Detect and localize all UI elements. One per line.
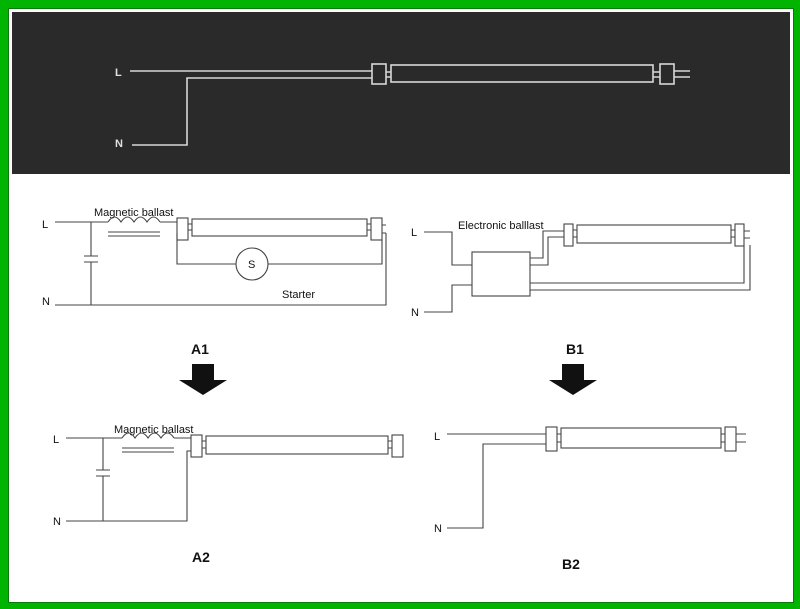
b1-label-n: N	[411, 307, 419, 319]
a1-tube-connector	[188, 223, 371, 231]
a1-tube-right-pins	[382, 224, 386, 234]
b2-tube	[560, 427, 722, 449]
b1-n-wire	[424, 284, 472, 313]
a1-diagram: L N Magnetic ballast S Starter	[42, 207, 387, 308]
b2-diagram: L N	[434, 426, 746, 535]
b1-tube	[576, 224, 732, 244]
top-diagram: L N	[115, 63, 690, 150]
b2-tube-connector	[557, 433, 725, 443]
top-label-n: N	[115, 138, 123, 150]
b1-l-wire	[424, 231, 472, 266]
a1-tube-left-cap	[176, 217, 189, 241]
a1-ballast-coil	[107, 216, 161, 224]
top-tube-left-cap	[371, 63, 387, 85]
a2-n-wire	[66, 450, 191, 522]
a2-label-n: N	[53, 516, 61, 528]
a1-tube	[191, 218, 368, 237]
a2-ballast-label: Magnetic ballast	[114, 424, 194, 436]
b1-tube-right-pins	[744, 230, 750, 239]
top-tube-connector	[386, 71, 660, 78]
b2-label-n: N	[434, 523, 442, 535]
a1-ballast-core	[108, 231, 160, 237]
a2-caption: A2	[192, 549, 210, 565]
a2-diagram: L N Magnetic ballast	[53, 424, 404, 528]
a1-ballast-label: Magnetic ballast	[94, 207, 174, 219]
a1-capacitor	[84, 222, 98, 305]
top-label-l: L	[115, 67, 122, 79]
a2-capacitor	[96, 438, 110, 521]
b1-label-l: L	[411, 227, 417, 239]
b1-down-arrow	[549, 364, 597, 395]
a2-tube-right-cap	[391, 434, 404, 458]
a2-ballast-core	[122, 447, 174, 453]
a2-label-l: L	[53, 434, 59, 446]
a2-tube-left-cap	[190, 434, 203, 458]
a1-starter-symbol	[235, 247, 269, 281]
top-tube-right-cap	[659, 63, 675, 85]
b1-ballast-label: Electronic balllast	[458, 220, 544, 232]
b2-label-l: L	[434, 431, 440, 443]
a1-down-arrow	[179, 364, 227, 395]
a2-tube-connector	[202, 440, 392, 449]
b2-tube-left-cap	[545, 426, 558, 452]
top-tube	[390, 64, 654, 83]
a1-tube-right-cap	[370, 217, 383, 241]
b1-tube-right-cap	[734, 223, 745, 247]
b1-ballast-out-wires	[530, 230, 751, 291]
b1-tube-connector	[573, 229, 735, 238]
dark-panel-diagram	[12, 12, 790, 174]
a1-starter-label: Starter	[282, 289, 315, 301]
b2-caption: B2	[562, 556, 580, 572]
b2-tube-right-cap	[724, 426, 737, 452]
a1-label-n: N	[42, 296, 50, 308]
a1-caption: A1	[191, 341, 209, 357]
a1-starter-wire	[176, 233, 383, 265]
a2-tube	[205, 435, 389, 455]
a1-n-wire	[55, 233, 387, 306]
top-n-wire	[132, 77, 372, 146]
b1-diagram: L N Electronic balllast	[411, 220, 751, 319]
b1-tube-left-cap	[563, 223, 574, 247]
b2-tube-right-pins	[736, 433, 746, 443]
a2-ballast-coil	[121, 432, 175, 440]
top-tube-pins	[674, 70, 690, 78]
a1-starter-s: S	[248, 259, 255, 271]
b1-caption: B1	[566, 341, 584, 357]
b1-electronic-ballast-box	[471, 251, 531, 297]
b2-n-wire	[447, 443, 546, 529]
a1-label-l: L	[42, 219, 48, 231]
